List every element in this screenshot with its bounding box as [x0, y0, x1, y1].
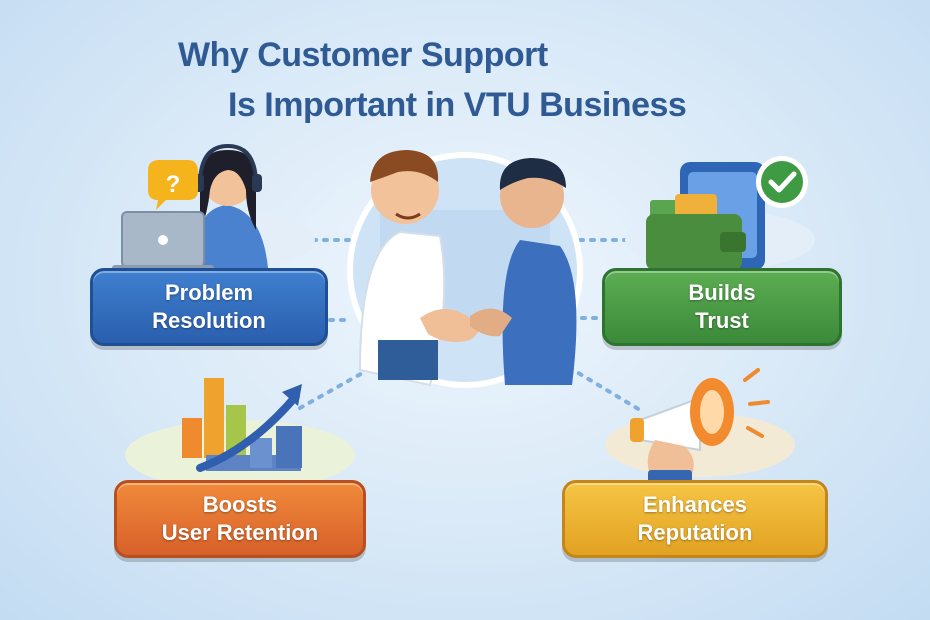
- wallet-icon: [625, 156, 815, 270]
- megaphone-icon: [605, 368, 795, 484]
- badge-line-1: Builds: [688, 280, 756, 305]
- badge-line-2: User Retention: [161, 520, 319, 545]
- title-line-1: Why Customer Support: [178, 36, 548, 74]
- badge-line-2: Trust: [695, 308, 749, 333]
- support-agent-icon: [112, 143, 315, 271]
- badge-line-1: Problem: [164, 280, 254, 305]
- title-line-2: Is Important in VTU Business: [228, 86, 687, 124]
- badge-line-2: Resolution: [152, 308, 266, 333]
- builds-trust-badge: Builds Trust: [602, 268, 842, 346]
- growth-chart-icon: [125, 378, 355, 490]
- question-mark: ?: [166, 171, 181, 198]
- badge-line-1: Enhances: [643, 492, 747, 517]
- problem-resolution-badge: Problem Resolution: [90, 268, 328, 346]
- handshake-icon: [347, 150, 583, 388]
- user-retention-badge: Boosts User Retention: [114, 480, 366, 558]
- badge-line-2: Reputation: [637, 520, 753, 545]
- badge-line-1: Boosts: [202, 492, 278, 517]
- question-bubble-icon: ?: [148, 160, 198, 210]
- reputation-badge: Enhances Reputation: [562, 480, 828, 558]
